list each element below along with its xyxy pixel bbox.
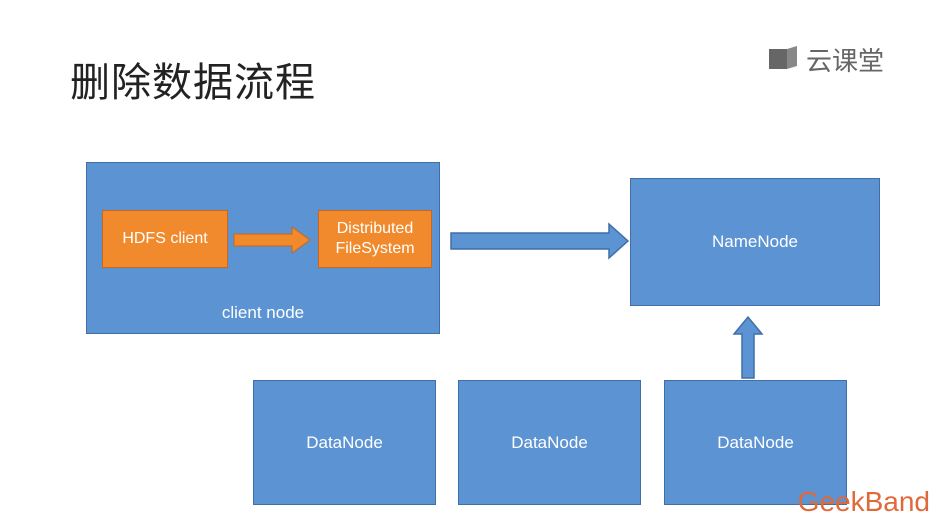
arrow-client-node-to-namenode [450,222,630,260]
datanode-box-1: DataNode [253,380,436,505]
arrow-datanode-to-namenode [732,315,764,379]
datanode-box-2: DataNode [458,380,641,505]
datanode-label-3: DataNode [717,432,794,452]
datanode-label-2: DataNode [511,432,588,452]
datanode-box-3: DataNode [664,380,847,505]
distributed-filesystem-label-line2: FileSystem [335,240,415,257]
logo-text: 云课堂 [806,46,885,77]
page-title: 删除数据流程 [70,60,316,106]
distributed-filesystem-box: Distributed FileSystem [318,210,432,268]
datanode-label-1: DataNode [306,432,383,452]
distributed-filesystem-label-line1: Distributed [336,220,414,237]
namenode-box: NameNode [630,178,880,306]
logo: 云课堂 [768,44,884,77]
hdfs-client-box: HDFS client [102,210,228,268]
client-node-label: client node [221,303,305,322]
namenode-label: NameNode [712,232,798,251]
arrow-client-to-dfs [233,226,311,254]
hdfs-client-label: HDFS client [122,230,208,247]
brand-watermark: GeekBand [797,486,930,517]
book-icon [769,46,797,69]
